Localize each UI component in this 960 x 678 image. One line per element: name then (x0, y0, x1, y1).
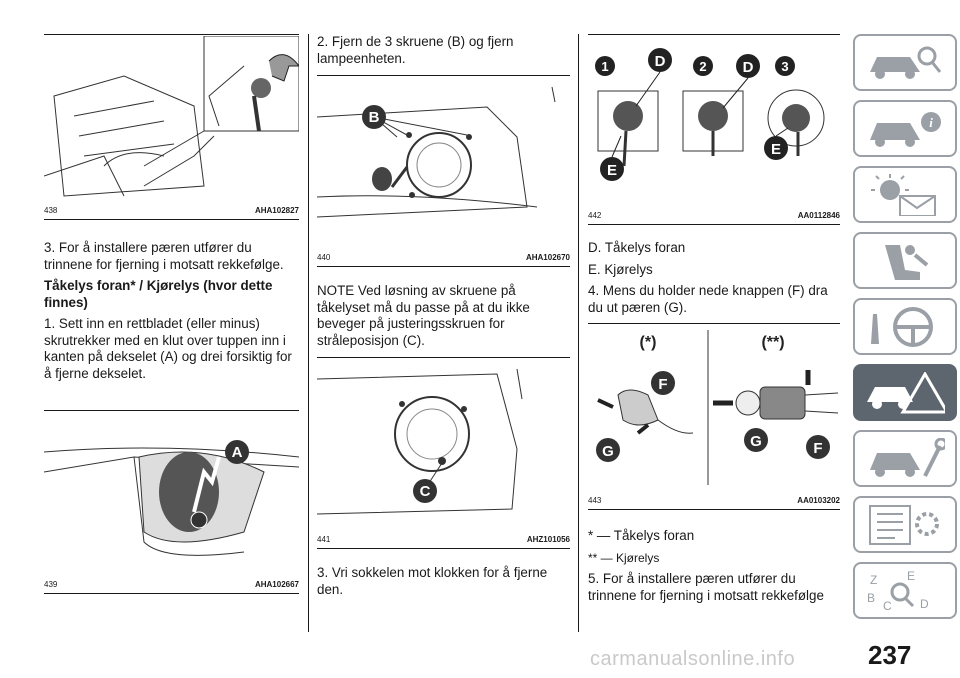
svg-text:D: D (920, 597, 929, 611)
rule (317, 75, 570, 76)
caption-rule (588, 509, 840, 510)
marker-3: 3 (781, 59, 788, 74)
svg-text:E: E (907, 570, 915, 583)
marker-F: F (658, 376, 667, 393)
svg-text:B: B (867, 591, 875, 605)
tab-emergency[interactable] (853, 364, 957, 421)
marker-1: 1 (601, 59, 608, 74)
figure-438 (44, 36, 299, 204)
marker-G: G (602, 443, 614, 460)
marker-2: 2 (699, 59, 706, 74)
legend-d: D. Tåkelys foran (588, 240, 686, 255)
tab-maintenance[interactable] (853, 430, 957, 487)
tab-safety[interactable] (853, 232, 957, 289)
marker-D: D (655, 53, 666, 70)
svg-text:i: i (929, 115, 933, 130)
tab-car-search[interactable] (853, 34, 957, 91)
column-divider (308, 34, 309, 632)
marker-E: E (607, 162, 617, 179)
breakdown-triangle-icon (867, 372, 945, 414)
svg-text:C: C (883, 599, 892, 612)
alphabet-index-icon: Z E BC D (867, 570, 929, 612)
paragraph: 2. Fjern de 3 skruene (B) og fjern lampe… (317, 34, 514, 66)
figure-441: C (317, 359, 570, 524)
legend-e: E. Kjørelys (588, 261, 653, 277)
caption-rule (317, 548, 570, 549)
tab-warning-lights[interactable] (853, 166, 957, 223)
col1-text: 3. For å installere pæren utfører du tri… (44, 240, 299, 387)
svg-text:Z: Z (870, 573, 877, 587)
car-wrench-icon (870, 438, 945, 477)
car-search-icon (870, 46, 942, 79)
rule (44, 410, 299, 411)
paragraph: 3. Vri sokkelen mot klokken for å fjerne… (317, 565, 548, 597)
page-number: 237 (868, 640, 912, 670)
col2-note: NOTE Ved løsning av skruene på tåkelyset… (317, 283, 570, 354)
tab-car-info[interactable]: i (853, 100, 957, 157)
caption-rule (44, 219, 299, 220)
top-rule-col3 (588, 34, 840, 35)
marker-E: E (771, 141, 781, 158)
tab-technical-data[interactable] (853, 496, 957, 553)
col3-text: D. Tåkelys foran E. Kjørelys 4. Mens du … (588, 240, 840, 321)
figure-439: A (44, 412, 299, 577)
caption-rule (44, 593, 299, 594)
warning-light-icon (871, 174, 936, 216)
marker-D: D (743, 59, 754, 76)
marker-G: G (750, 433, 762, 450)
label-daytime: (**) (761, 334, 784, 351)
rule (317, 357, 570, 358)
note-paragraph: NOTE Ved løsning av skruene på tåkelyset… (317, 283, 530, 348)
spec-sheet-icon (869, 505, 939, 545)
rule (588, 323, 840, 324)
paragraph: 4. Mens du holder nede knappen (F) dra d… (588, 283, 828, 315)
footnote-2: ** — Kjørelys (588, 550, 660, 565)
marker-B: B (369, 109, 380, 126)
paragraph: 1. Sett inn en rettbladet (eller minus) … (44, 316, 292, 381)
steering-wheel-icon (871, 307, 933, 347)
figure-440: B (317, 77, 570, 242)
marker-A: A (232, 444, 243, 461)
paragraph: 5. For å installere pæren utfører du tri… (588, 571, 824, 603)
tab-starting-driving[interactable] (853, 298, 957, 355)
col3-footnotes: * — Tåkelys foran ** — Kjørelys 5. For å… (588, 528, 840, 609)
car-info-icon: i (870, 112, 941, 147)
column-divider (578, 34, 579, 632)
seat-airbag-icon (885, 245, 929, 280)
caption-rule (317, 266, 570, 267)
watermark: carmanualsonline.info (590, 648, 796, 670)
col2-end: 3. Vri sokkelen mot klokken for å fjerne… (317, 565, 570, 603)
label-front-fog: (*) (640, 334, 657, 351)
section-heading: Tåkelys foran* / Kjørelys (hvor dette fi… (44, 278, 273, 310)
figure-443: (*) (**) F G G F (588, 325, 840, 490)
caption-rule (588, 224, 840, 225)
top-rule-col1 (44, 34, 299, 35)
marker-F: F (813, 440, 822, 457)
marker-C: C (420, 483, 431, 500)
paragraph: 3. For å installere pæren utfører du tri… (44, 240, 284, 272)
footnote-1: * — Tåkelys foran (588, 528, 695, 543)
figure-442: 1 D 2 D 3 E E (588, 36, 840, 201)
col2-intro: 2. Fjern de 3 skruene (B) og fjern lampe… (317, 34, 570, 72)
